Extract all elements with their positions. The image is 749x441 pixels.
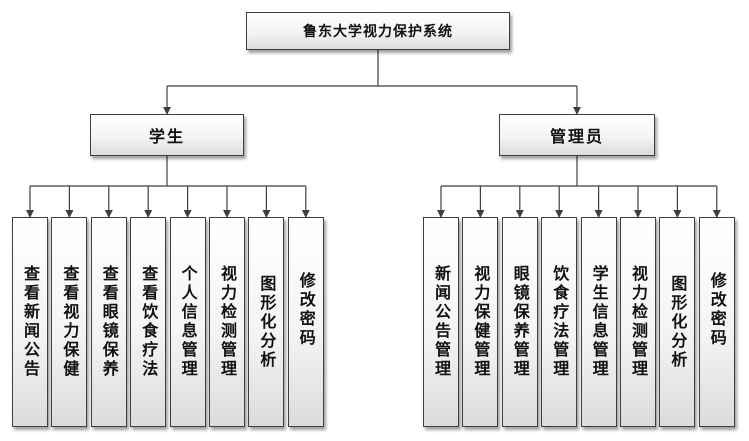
admin-function-box: 视力检测管理 <box>620 217 656 427</box>
admin-function-box: 修改密码 <box>698 217 735 427</box>
student-function-label: 查看眼镜保养 <box>99 265 119 379</box>
student-function-label: 查看新闻公告 <box>21 265 40 379</box>
admin-function-label: 视力保健管理 <box>471 265 491 379</box>
student-function-box: 视力检测管理 <box>209 217 245 427</box>
student-role-label: 学生 <box>148 127 185 146</box>
student-function-box: 个人信息管理 <box>169 217 206 427</box>
student-function-box: 图形化分析 <box>248 217 285 427</box>
student-function-label: 视力检测管理 <box>218 265 237 379</box>
admin-function-box: 图形化分析 <box>659 217 696 427</box>
admin-function-box: 饮食疗法管理 <box>541 217 578 427</box>
student-function-label: 修改密码 <box>296 272 316 348</box>
student-function-box: 查看视力保健 <box>51 217 88 427</box>
root-label: 鲁东大学视力保护系统 <box>303 24 453 40</box>
student-function-box: 修改密码 <box>287 217 324 427</box>
admin-function-label: 图形化分析 <box>668 274 688 370</box>
admin-function-box: 视力保健管理 <box>462 217 499 427</box>
admin-function-label: 新闻公告管理 <box>432 265 451 379</box>
student-function-label: 查看饮食疗法 <box>139 265 159 379</box>
student-function-label: 个人信息管理 <box>178 265 198 379</box>
admin-function-label: 学生信息管理 <box>589 265 609 379</box>
student-function-label: 图形化分析 <box>257 274 277 370</box>
admin-function-box: 眼镜保养管理 <box>501 217 538 427</box>
admin-role-label: 管理员 <box>549 127 604 146</box>
student-function-box: 查看新闻公告 <box>12 217 48 427</box>
admin-function-label: 视力检测管理 <box>629 265 648 379</box>
admin-role-node: 管理员 <box>499 114 655 156</box>
student-function-label: 查看视力保健 <box>60 265 80 379</box>
admin-function-box: 新闻公告管理 <box>423 217 459 427</box>
student-function-box: 查看眼镜保养 <box>90 217 127 427</box>
student-role-node: 学生 <box>90 114 244 156</box>
admin-function-label: 眼镜保养管理 <box>510 265 530 379</box>
root-node: 鲁东大学视力保护系统 <box>246 12 510 50</box>
admin-function-label: 修改密码 <box>707 272 727 348</box>
admin-function-box: 学生信息管理 <box>580 217 617 427</box>
student-function-box: 查看饮食疗法 <box>130 217 167 427</box>
admin-function-label: 饮食疗法管理 <box>550 265 570 379</box>
